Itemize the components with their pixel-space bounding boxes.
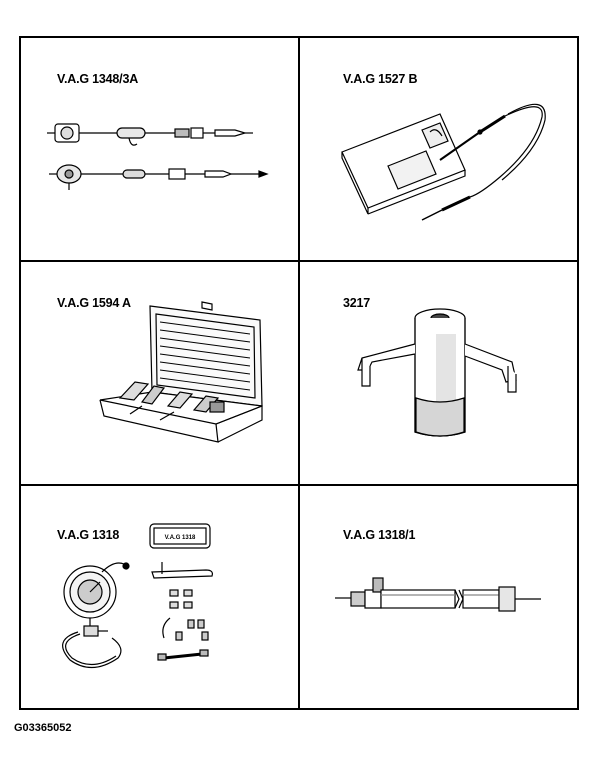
tool-label-2: V.A.G 1527 B bbox=[343, 72, 418, 86]
grid-divider-horizontal-2 bbox=[19, 484, 579, 486]
adapter-cable-icon bbox=[47, 123, 269, 190]
kit-case-label: V.A.G 1318 bbox=[165, 535, 196, 541]
grid-divider-vertical bbox=[298, 36, 300, 710]
figure-id: G03365052 bbox=[14, 722, 72, 734]
wrench-tool-icon bbox=[357, 308, 517, 437]
pressure-adapter-icon bbox=[335, 577, 541, 612]
grid-divider-horizontal-1 bbox=[19, 260, 579, 262]
tool-label-1: V.A.G 1348/3A bbox=[57, 72, 139, 86]
tool-label-6: V.A.G 1318/1 bbox=[343, 528, 416, 542]
voltage-tester-icon bbox=[341, 103, 546, 221]
tool-label-4: 3217 bbox=[343, 296, 371, 310]
tool-label-5: V.A.G 1318 bbox=[57, 528, 120, 542]
tool-label-3: V.A.G 1594 A bbox=[57, 296, 131, 310]
pressure-gauge-kit-icon: V.A.G 1318 bbox=[62, 523, 213, 669]
connector-test-kit-icon bbox=[99, 301, 263, 443]
